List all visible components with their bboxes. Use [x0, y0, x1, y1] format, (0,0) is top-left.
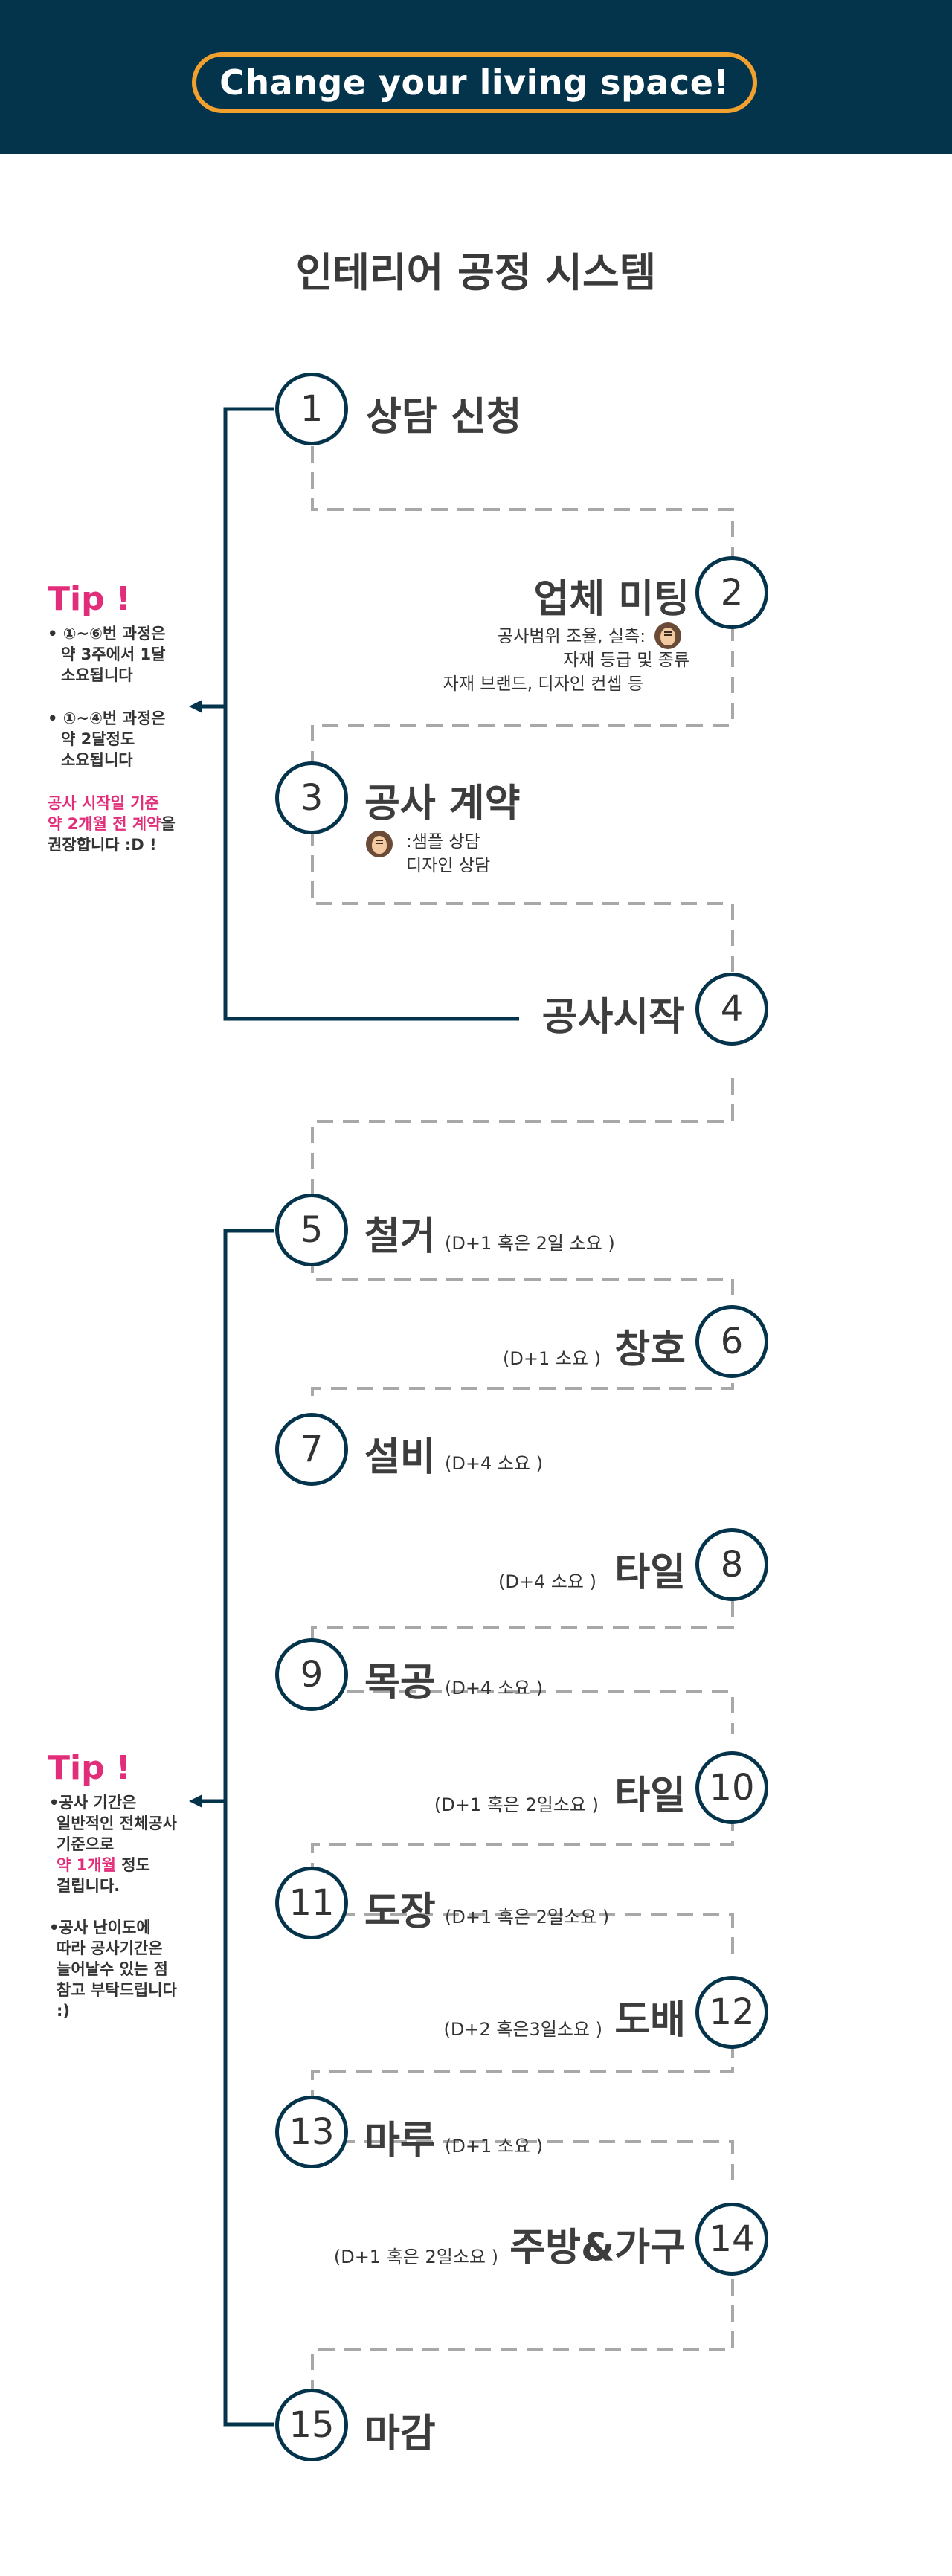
- step-title-3: 공사 계약: [364, 782, 521, 826]
- step-duration-13: (D+1 소요 ): [445, 2136, 544, 2157]
- dashed-connector: [311, 446, 734, 1005]
- step-title-4: 공사시작: [541, 995, 684, 1040]
- step-number-12: 12: [695, 1976, 768, 2049]
- step-title-5: 철거: [364, 1214, 436, 1259]
- step-number-3: 3: [275, 761, 348, 834]
- step-number-7: 7: [275, 1413, 348, 1486]
- step-duration-5: (D+1 혹은 2일 소요 ): [445, 1233, 615, 1254]
- step-number-5: 5: [275, 1194, 348, 1266]
- step-duration-10: (D+1 혹은 2일소요 ): [434, 1794, 599, 1815]
- step-number-6: 6: [695, 1305, 768, 1378]
- bracket-line-2: [223, 1229, 274, 2427]
- step-detail-2-line2: 자재 등급 및 종류: [562, 651, 689, 670]
- person-emoji-icon: [366, 831, 393, 857]
- step-number-10: 10: [695, 1751, 768, 1824]
- step-duration-9: (D+4 소요 ): [445, 1678, 544, 1698]
- step-number-9: 9: [275, 1638, 348, 1711]
- step-detail-3-line1: :샘플 상담: [406, 832, 480, 851]
- step-number-4: 4: [695, 973, 768, 1046]
- step-detail-2-line3: 자재 브랜드, 디자인 컨셉 등: [443, 674, 643, 694]
- header-banner: Change your living space!: [0, 0, 952, 154]
- tip-heading-2: Tip !: [48, 1749, 131, 1787]
- step-title-8: 타일: [614, 1551, 686, 1595]
- bracket-line-1: [223, 407, 519, 1021]
- step-title-12: 도배: [614, 1998, 686, 2043]
- person-emoji-icon: [654, 622, 681, 649]
- step-number-1: 1: [275, 373, 348, 445]
- step-title-1: 상담 신청: [366, 395, 522, 439]
- step-title-11: 도장: [364, 1890, 436, 1934]
- page-title: 인테리어 공정 시스템: [295, 249, 657, 296]
- step-number-8: 8: [695, 1528, 768, 1601]
- step-number-13: 13: [275, 2096, 348, 2168]
- step-title-13: 마루: [364, 2119, 436, 2163]
- dashed-connector: [311, 2279, 734, 2391]
- step-duration-7: (D+4 소요 ): [445, 1453, 544, 1474]
- arrow-head-icon: [189, 1794, 202, 1808]
- tip-2-text: •공사 기간은 일반적인 전체공사 기준으로 약 1개월 정도 걸립니다. •공…: [49, 1794, 177, 2020]
- dashed-connector: [311, 1815, 734, 1960]
- header-badge: Change your living space!: [192, 52, 757, 113]
- step-title-15: 마감: [364, 2412, 436, 2456]
- step-number-11: 11: [275, 1867, 348, 1939]
- step-duration-12: (D+2 혹은3일소요 ): [443, 2019, 602, 2040]
- step-duration-11: (D+1 혹은 2일소요 ): [445, 1907, 610, 1928]
- step-detail-3-line2: 디자인 상담: [406, 856, 491, 875]
- step-title-10: 타일: [614, 1774, 686, 1818]
- step-number-2: 2: [695, 556, 768, 629]
- dashed-connector: [311, 1078, 734, 1397]
- step-duration-6: (D+1 소요 ): [502, 1348, 601, 1369]
- step-number-14: 14: [695, 2203, 768, 2276]
- step-duration-14: (D+1 혹은 2일소요 ): [333, 2247, 498, 2267]
- step-detail-2-line1: 공사범위 조율, 실측:: [498, 627, 646, 646]
- step-title-2: 업체 미팅: [533, 577, 689, 622]
- step-title-9: 목공: [364, 1661, 436, 1705]
- step-number-15: 15: [275, 2389, 348, 2461]
- arrow-head-icon: [189, 700, 202, 713]
- dashed-connector: [311, 2041, 734, 2183]
- tip-heading-1: Tip !: [48, 580, 131, 618]
- step-title-6: 창호: [614, 1327, 686, 1372]
- step-title-14: 주방&가구: [509, 2226, 686, 2270]
- step-duration-8: (D+4 소요 ): [498, 1571, 596, 1592]
- step-title-7: 설비: [364, 1435, 436, 1480]
- tip-1-text: • ①~⑥번 과정은 약 3주에서 1달 소요됩니다 • ①~④번 과정은 약 …: [48, 625, 176, 854]
